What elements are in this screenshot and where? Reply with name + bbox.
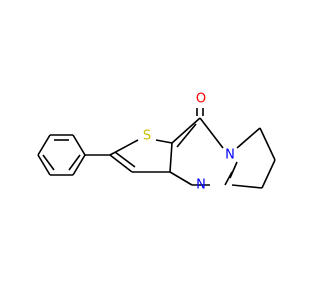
bond-line bbox=[224, 171, 233, 186]
bond-line bbox=[109, 154, 133, 173]
bond-line bbox=[155, 139, 173, 144]
bond-line bbox=[109, 139, 139, 156]
atom-label-oxygen: O bbox=[196, 92, 206, 107]
bond-line bbox=[169, 171, 193, 186]
bond-line bbox=[37, 134, 51, 156]
atom-label-layer: S O N N bbox=[143, 92, 235, 193]
bond-line bbox=[199, 117, 224, 149]
bond-line bbox=[68, 154, 81, 171]
bond-line bbox=[176, 123, 197, 148]
bond-layer bbox=[37, 108, 276, 189]
structure-canvas: S O N N bbox=[37, 92, 276, 193]
atom-label-sulfur: S bbox=[143, 129, 151, 144]
bond-line bbox=[169, 142, 173, 173]
bond-line bbox=[37, 154, 51, 176]
bond-line bbox=[231, 184, 263, 189]
bond-line bbox=[114, 151, 136, 168]
molecule-diagram: S O N N bbox=[37, 92, 276, 193]
bond-line bbox=[261, 159, 276, 189]
bond-line bbox=[72, 154, 86, 176]
bond-line bbox=[171, 117, 201, 144]
bond-line bbox=[42, 154, 55, 171]
bond-line bbox=[236, 127, 261, 149]
atom-label-nitrogen-ring: N bbox=[225, 148, 235, 163]
atom-label-nitrogen-imine: N bbox=[196, 178, 206, 193]
bond-line bbox=[72, 134, 86, 156]
bond-line bbox=[229, 161, 238, 179]
bond-line bbox=[259, 127, 276, 161]
